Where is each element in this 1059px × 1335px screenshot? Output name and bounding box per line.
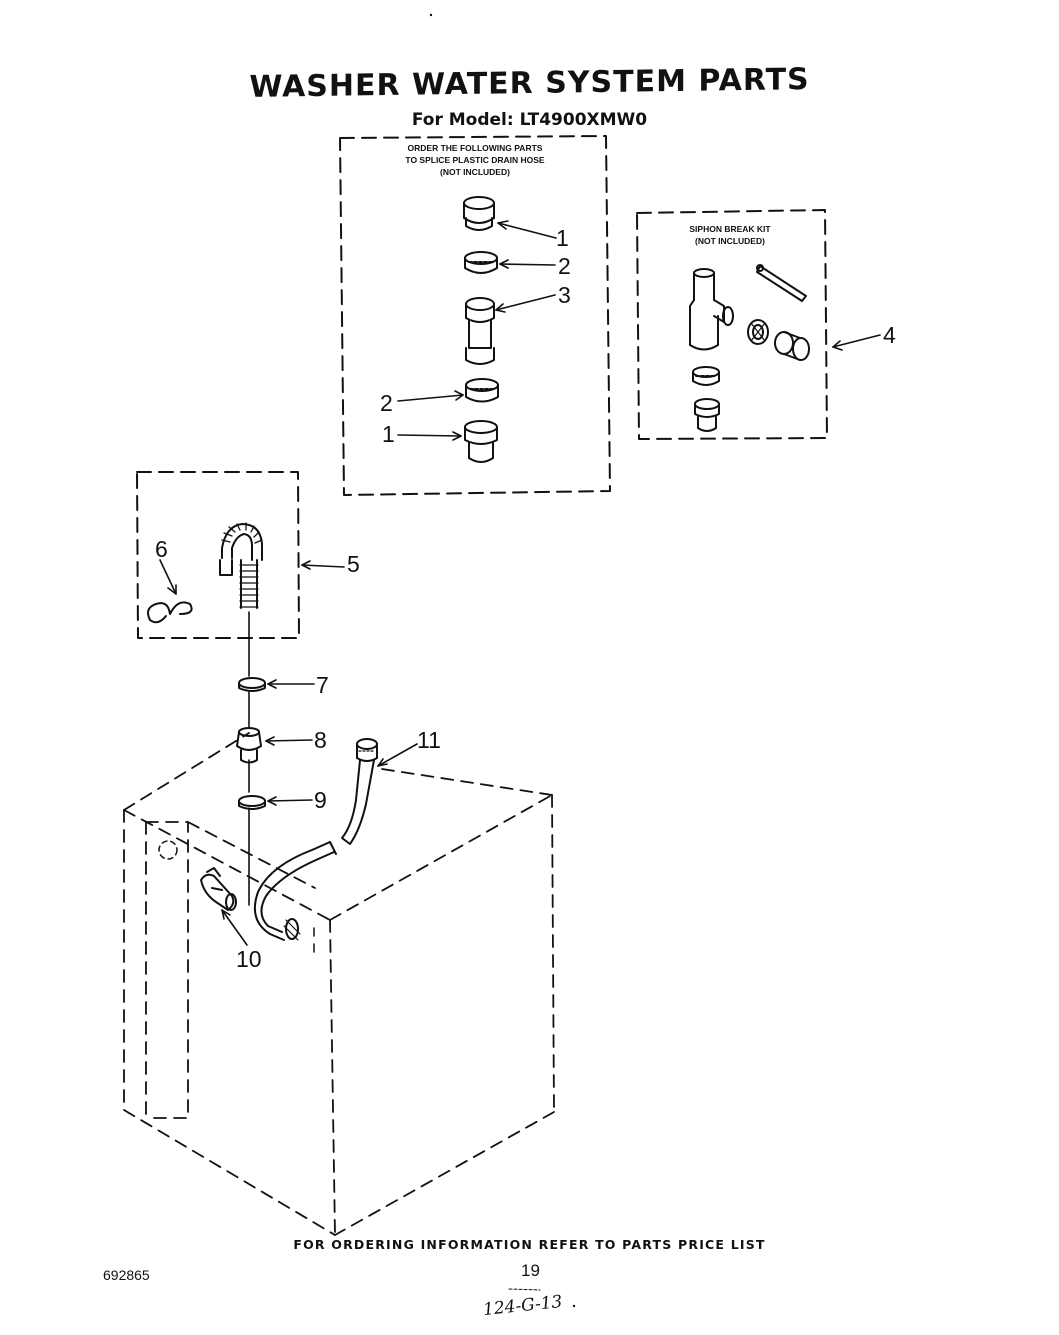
hose-clip-leader (159, 559, 177, 595)
pump-fitting-leader (221, 909, 248, 946)
callout-11: 11 (417, 727, 441, 753)
document-number: 692865 (103, 1267, 150, 1283)
callout-5: 5 (347, 551, 360, 577)
cabinet-hole (158, 840, 178, 860)
inlet-hose-leader (377, 743, 418, 767)
siphon-note-line-2: (NOT INCLUDED) (695, 236, 765, 246)
callout-3: 3 (558, 282, 571, 308)
splice-note-line-1: ORDER THE FOLLOWING PARTS (407, 143, 543, 153)
siphon-connector-right (774, 331, 810, 361)
clamp-9 (238, 795, 266, 810)
clamp-7 (238, 677, 266, 692)
siphon-clamp-bottom (692, 366, 720, 386)
drain-hose-leader (301, 560, 345, 570)
page-number-underline (508, 1288, 541, 1291)
siphon-kit-note: SIPHON BREAK KIT (NOT INCLUDED) (650, 223, 810, 247)
splice-coupling-3 (465, 297, 495, 365)
callout-6: 6 (155, 536, 168, 562)
siphon-note-line-1: SIPHON BREAK KIT (689, 224, 771, 234)
siphon-tee-fitting (689, 268, 734, 351)
splice-kit-note: ORDER THE FOLLOWING PARTS TO SPLICE PLAS… (350, 142, 600, 178)
clamp-7-leader (267, 679, 315, 689)
splice-note-line-2: TO SPLICE PLASTIC DRAIN HOSE (405, 155, 545, 165)
callout-10: 10 (236, 946, 262, 972)
drain-hose-box (136, 471, 300, 639)
splice-connector-1-top (463, 196, 495, 231)
adapter-8 (236, 727, 262, 764)
page-number: 19 (521, 1261, 540, 1280)
siphon-kit-box (636, 209, 828, 440)
adapter-8-leader (265, 736, 313, 746)
handwriting-dot (572, 1304, 576, 1308)
splice-kit-box (339, 135, 611, 496)
internal-drain-hose (254, 841, 337, 953)
callout-7: 7 (316, 672, 329, 698)
washer-cabinet (123, 732, 555, 1236)
callout-4: 4 (883, 322, 896, 348)
siphon-clamp-right (747, 319, 769, 345)
callout-1-top: 1 (556, 225, 569, 251)
callout-2-top: 2 (558, 253, 571, 279)
model-subtitle: For Model: LT4900XMW0 (411, 110, 648, 130)
callout-8: 8 (314, 727, 327, 753)
splice-clamp-2-top (464, 251, 498, 274)
scan-dot (429, 13, 433, 17)
ordering-info-footer: FOR ORDERING INFORMATION REFER TO PARTS … (293, 1237, 766, 1252)
splice-connector-1-bottom (464, 420, 498, 463)
callout-9: 9 (314, 787, 327, 813)
inlet-hose-11 (341, 738, 378, 845)
siphon-connector-bottom (694, 398, 720, 432)
splice-note-line-3: (NOT INCLUDED) (440, 167, 510, 177)
clamp-9-leader (267, 796, 313, 806)
splice-leader-arrows (397, 220, 557, 441)
drain-hose-5 (219, 522, 263, 609)
callout-1-bottom: 1 (382, 421, 395, 447)
splice-clamp-2-bottom (465, 378, 499, 403)
pump-fitting-10 (200, 867, 237, 911)
hose-clip-6 (147, 601, 193, 624)
siphon-pin (756, 264, 807, 302)
siphon-leader-arrow (832, 334, 881, 351)
callout-2-bottom: 2 (380, 390, 393, 416)
